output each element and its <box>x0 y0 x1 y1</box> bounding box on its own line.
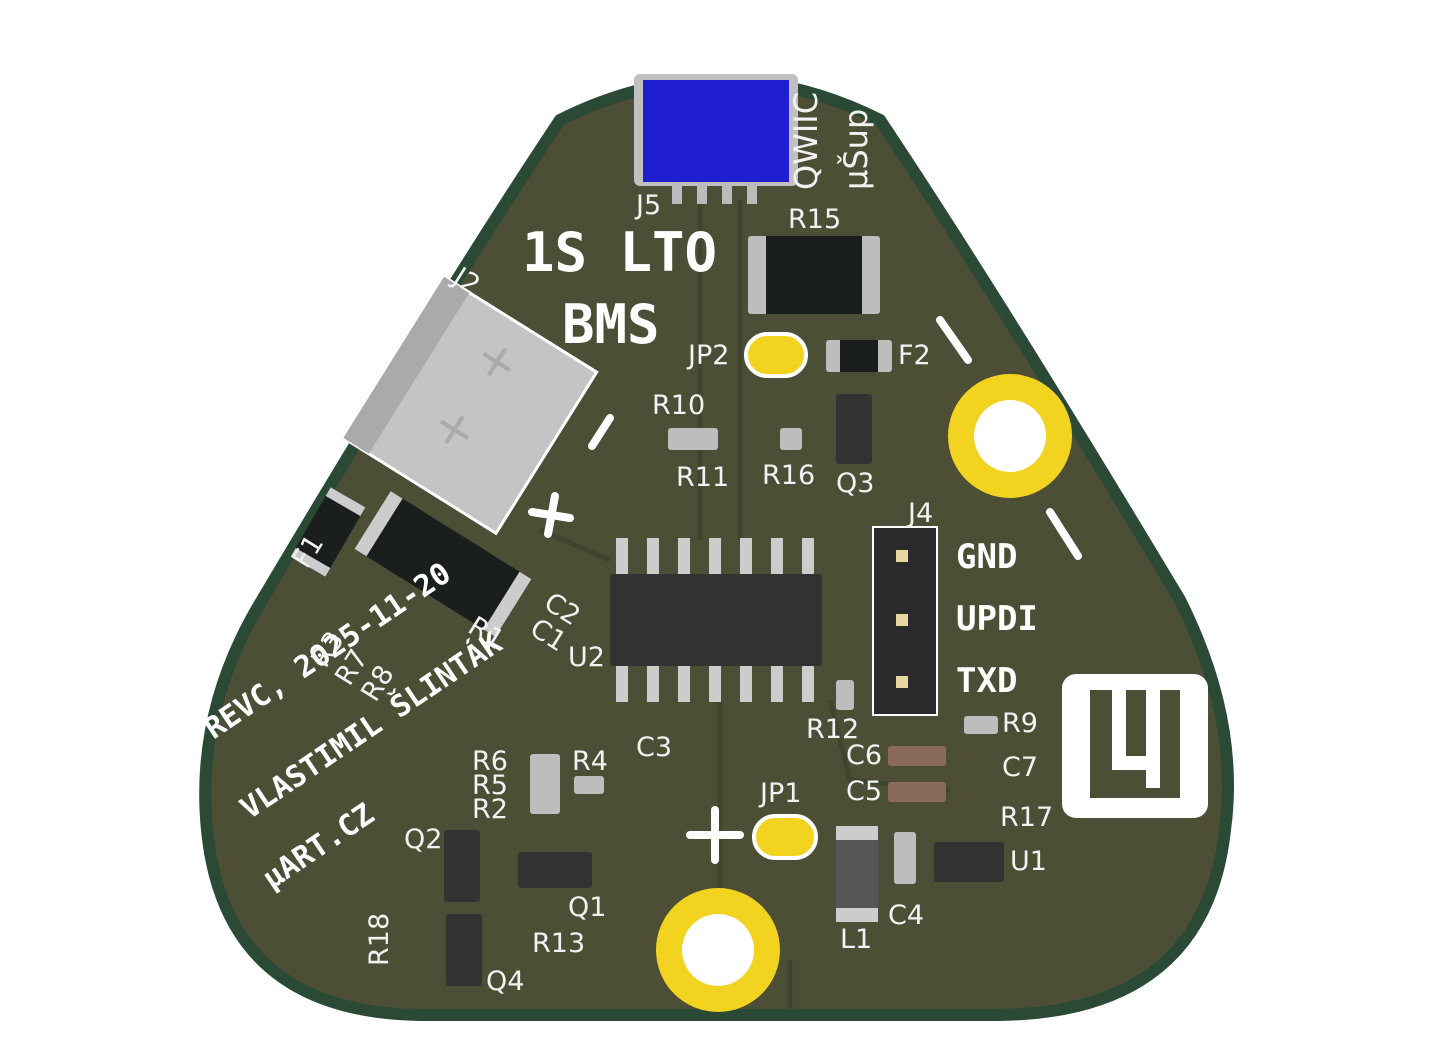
label-r5: R5 <box>472 770 508 801</box>
label-r18: R18 <box>364 912 395 966</box>
label-jp2: JP2 <box>688 340 730 371</box>
label-r15: R15 <box>788 204 842 235</box>
label-c7: C7 <box>1002 752 1039 783</box>
r12-pad <box>836 680 854 710</box>
label-r11: R11 <box>676 462 730 493</box>
label-c6: C6 <box>846 740 883 771</box>
u1-ic <box>934 842 1004 882</box>
pin-label-txd: TXD <box>956 661 1018 701</box>
label-q3: Q3 <box>836 468 875 499</box>
u2-ic <box>610 574 822 666</box>
label-r4: R4 <box>572 746 608 777</box>
q2-transistor <box>444 830 480 902</box>
j5-pins <box>672 182 764 204</box>
label-q1: Q1 <box>568 892 607 923</box>
qwiic-label: QWIIC <box>787 91 825 190</box>
label-r9: R9 <box>1002 708 1038 739</box>
jp2-solder-jumper <box>744 332 808 378</box>
pin-label-updi: UPDI <box>956 599 1038 639</box>
label-q2: Q2 <box>404 824 443 855</box>
c5-capacitor <box>888 782 946 802</box>
label-r6: R6 <box>472 746 508 777</box>
r16-pad <box>780 428 802 450</box>
label-l1: L1 <box>840 924 873 955</box>
label-r17: R17 <box>1000 802 1054 833</box>
l1-inductor <box>836 826 878 922</box>
q3-transistor <box>836 394 872 464</box>
r10-r11-pads <box>668 428 718 450</box>
q1-transistor <box>518 852 592 888</box>
label-c5: C5 <box>846 776 883 807</box>
j4-pin-2 <box>896 614 908 626</box>
q4-transistor <box>446 914 482 986</box>
label-r16: R16 <box>762 460 816 491</box>
c4-capacitor <box>894 832 916 884</box>
r9-pad <box>964 716 998 734</box>
label-c3: C3 <box>636 732 673 763</box>
label-q4: Q4 <box>486 966 525 997</box>
label-j5: J5 <box>636 190 662 221</box>
label-jp1: JP1 <box>760 778 802 809</box>
label-r2: R2 <box>472 794 508 825</box>
label-r13: R13 <box>532 928 586 959</box>
label-r12: R12 <box>806 714 860 745</box>
r6-r5-r2-pads <box>530 754 560 814</box>
label-j4: J4 <box>908 498 934 529</box>
board-title-line1: 1S LTO <box>522 221 718 284</box>
label-f2: F2 <box>898 340 931 371</box>
r4-pad <box>574 776 604 794</box>
j4-pin-3 <box>896 676 908 688</box>
j5-qwiic-connector <box>643 80 789 182</box>
usup-label: µŠup <box>837 108 875 190</box>
j2-battery-connector: + + <box>341 274 599 536</box>
label-u1: U1 <box>1010 846 1047 877</box>
jp1-solder-jumper <box>752 814 818 860</box>
board-title-line2: BMS <box>562 293 660 356</box>
label-c4: C4 <box>888 900 925 931</box>
pin-label-gnd: GND <box>956 537 1018 577</box>
j4-pin-1 <box>896 550 908 562</box>
c6-capacitor <box>888 746 946 766</box>
r15-resistor <box>766 236 862 314</box>
label-u2: U2 <box>568 642 605 673</box>
label-r10: R10 <box>652 390 706 421</box>
f2-fuse <box>840 340 878 372</box>
